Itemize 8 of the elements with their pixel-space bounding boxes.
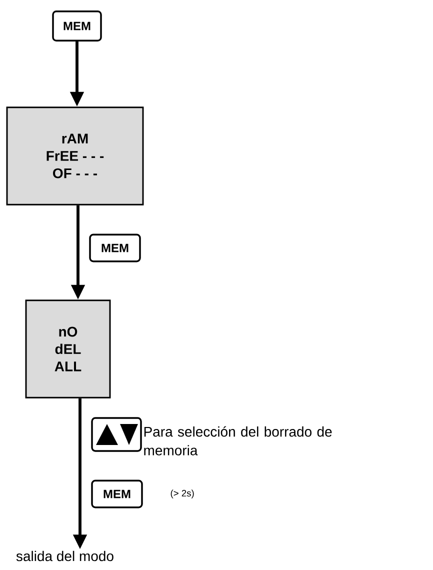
exit-text: salida del modo bbox=[16, 550, 114, 562]
display-box: rAM FrEE - - - OF - - - bbox=[6, 106, 144, 206]
display-box: nO dEL ALL bbox=[25, 300, 111, 398]
duration-text: (> 2s) bbox=[170, 490, 194, 498]
key-button: MEM bbox=[89, 234, 141, 262]
key-button: MEM bbox=[52, 10, 102, 42]
key-button: MEM bbox=[91, 480, 143, 508]
instruction-text: Para selección del borrado de memoria bbox=[144, 426, 332, 456]
